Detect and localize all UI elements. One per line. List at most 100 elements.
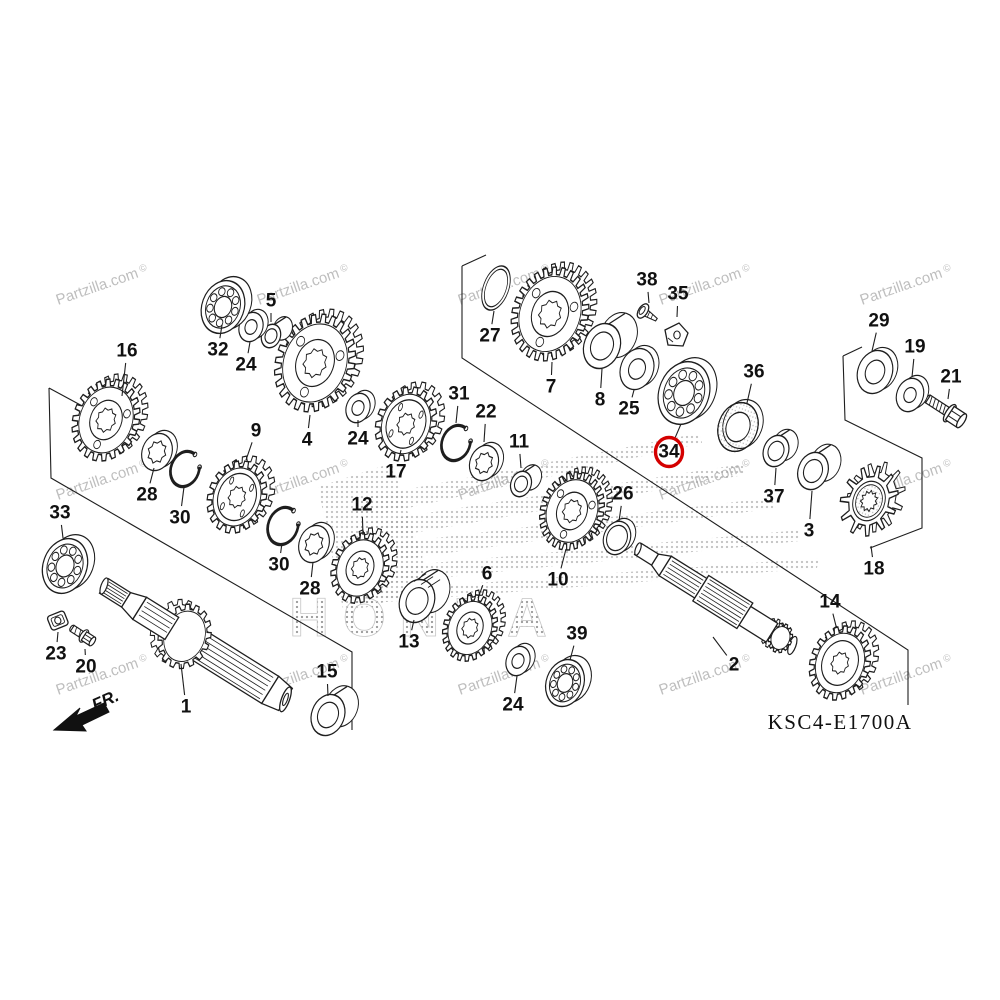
part-label-6-5[interactable]: 6 [482, 564, 493, 585]
part-spline-washer-22[interactable] [465, 438, 509, 484]
leader-line-34 [674, 423, 682, 438]
part-label-36-39[interactable]: 36 [743, 362, 764, 383]
part-washer-24c[interactable] [502, 640, 539, 679]
part-label-31-34[interactable]: 31 [448, 384, 470, 405]
part-collar-5[interactable] [258, 314, 296, 351]
part-label-24-23[interactable]: 24 [235, 355, 257, 376]
highlight-circle-34[interactable] [653, 435, 685, 469]
wing-streak [365, 530, 801, 585]
part-label-10-9[interactable]: 10 [547, 570, 568, 591]
part-gear-17[interactable] [365, 373, 455, 470]
part-ring-26[interactable] [599, 514, 641, 558]
part-label-29-31[interactable]: 29 [868, 311, 889, 332]
part-label-15-14[interactable]: 15 [316, 662, 338, 683]
part-label-7-6[interactable]: 7 [546, 377, 557, 398]
part-label-32-35[interactable]: 32 [207, 340, 228, 361]
part-label-16-15[interactable]: 16 [116, 341, 137, 362]
leader-line-17 [398, 449, 402, 461]
part-gear-9[interactable] [197, 447, 285, 541]
part-label-3-2[interactable]: 3 [804, 521, 815, 542]
part-gear-4[interactable] [261, 298, 376, 424]
part-bearing-32[interactable] [194, 270, 259, 339]
part-bolt-21[interactable] [921, 390, 970, 431]
part-label-12-11[interactable]: 12 [351, 495, 372, 516]
part-bushing-8[interactable] [577, 307, 643, 373]
part-label-14-13[interactable]: 14 [819, 592, 841, 613]
part-shaft-1[interactable] [80, 552, 311, 735]
part-sprocket-18[interactable] [831, 454, 915, 544]
part-screw-38[interactable] [635, 302, 661, 327]
part-label-28-29[interactable]: 28 [136, 485, 157, 506]
leader-line-24 [514, 675, 518, 694]
leader-line-28 [149, 467, 155, 484]
part-label-24-25[interactable]: 24 [502, 695, 524, 716]
part-label-20-19[interactable]: 20 [75, 657, 96, 678]
part-label-19-18[interactable]: 19 [904, 337, 925, 358]
part-collar-11[interactable] [507, 462, 545, 500]
part-label-28-30[interactable]: 28 [299, 579, 320, 600]
part-label-30-33[interactable]: 30 [268, 555, 289, 576]
part-bolt-20[interactable] [67, 621, 98, 648]
part-snapring-30b[interactable] [263, 502, 305, 549]
leader-line-8 [600, 368, 603, 389]
part-label-26-27[interactable]: 26 [612, 484, 633, 505]
part-label-13-12[interactable]: 13 [398, 632, 419, 653]
part-label-11-10[interactable]: 11 [509, 432, 530, 453]
part-bearing-34[interactable] [650, 350, 726, 431]
part-bushing-15[interactable] [305, 681, 364, 740]
part-label-39-42[interactable]: 39 [566, 624, 587, 645]
part-label-30-32[interactable]: 30 [169, 508, 190, 529]
part-washer-36[interactable] [711, 394, 770, 457]
part-label-18-17[interactable]: 18 [863, 559, 884, 580]
leader-line-10 [560, 548, 567, 569]
part-washer-29[interactable] [851, 342, 903, 398]
part-label-22-21[interactable]: 22 [475, 402, 496, 423]
part-label-27-28[interactable]: 27 [479, 326, 500, 347]
part-gear-12[interactable] [321, 520, 406, 612]
leader-line-15 [326, 683, 329, 697]
watermark-partzilla: Partzilla.com © [456, 651, 553, 699]
part-spline-collar-13[interactable] [393, 565, 455, 628]
part-nut-23[interactable] [46, 610, 69, 631]
part-spline-washer-28a[interactable] [137, 426, 183, 475]
part-label-35-38[interactable]: 35 [667, 284, 689, 305]
leader-line-3 [809, 490, 813, 520]
part-spacer-37[interactable] [759, 426, 803, 471]
part-label-23-22[interactable]: 23 [45, 644, 66, 665]
part-label-4-3[interactable]: 4 [302, 430, 313, 451]
watermark-partzilla: Partzilla.com © [54, 261, 151, 309]
part-washer-19[interactable] [892, 371, 934, 415]
part-washer-25[interactable] [614, 341, 664, 395]
part-snapring-31[interactable] [437, 420, 477, 465]
part-washer-24b[interactable] [342, 387, 379, 426]
part-gear-10[interactable] [529, 458, 623, 560]
part-shaft-2[interactable] [626, 532, 806, 662]
part-label-9-8[interactable]: 9 [251, 421, 262, 442]
assembly-frame-stub [842, 346, 863, 357]
part-bearing-33[interactable] [35, 528, 102, 600]
part-gear-14[interactable] [799, 612, 889, 709]
part-label-37-40[interactable]: 37 [763, 487, 784, 508]
leader-line-14 [832, 613, 837, 627]
part-label-24-24[interactable]: 24 [347, 429, 369, 450]
part-gear-6[interactable] [433, 582, 514, 669]
part-label-25-26[interactable]: 25 [618, 399, 640, 420]
part-label-5-4[interactable]: 5 [266, 291, 277, 312]
assembly-frame-line [842, 355, 923, 549]
part-gear-7[interactable] [498, 251, 609, 372]
part-collar-3[interactable] [793, 440, 846, 494]
part-label-1-0[interactable]: 1 [181, 697, 192, 718]
part-plate-35[interactable] [664, 322, 689, 347]
part-label-33-36[interactable]: 33 [49, 503, 70, 524]
part-bearing-39[interactable] [539, 650, 598, 712]
part-label-2-1[interactable]: 2 [729, 655, 740, 676]
part-spline-washer-28b[interactable] [294, 518, 340, 567]
part-label-17-16[interactable]: 17 [385, 462, 406, 483]
part-gear-16[interactable] [61, 364, 159, 470]
part-label-34-37[interactable]: 34 [658, 442, 680, 463]
part-label-21-20[interactable]: 21 [940, 367, 962, 388]
part-label-38-41[interactable]: 38 [636, 270, 657, 291]
part-oring-27[interactable] [476, 262, 516, 314]
part-snapring-30a[interactable] [166, 446, 206, 491]
part-label-8-7[interactable]: 8 [595, 390, 606, 411]
